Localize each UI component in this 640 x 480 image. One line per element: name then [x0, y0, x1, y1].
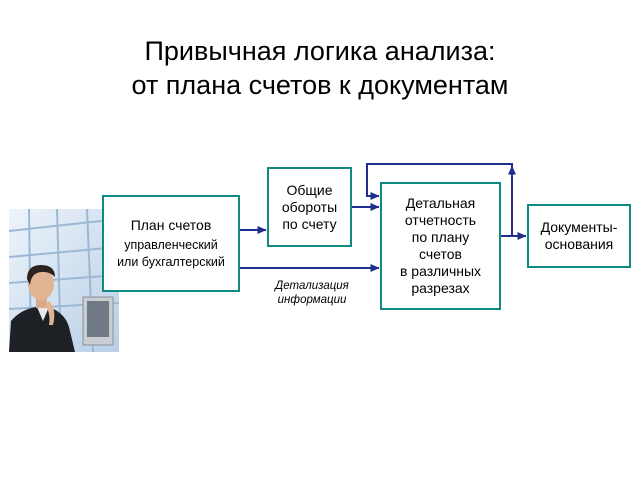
title-line-2: от плана счетов к документам	[131, 70, 509, 100]
detail-line-5: в различных	[399, 263, 482, 279]
detail-line-1: Детальная	[405, 195, 476, 211]
plan-line-1: План счетов	[130, 216, 212, 233]
arrow-label-detailing: Детализация информации	[266, 279, 358, 307]
arrow-label-line-2: информации	[277, 294, 347, 306]
detail-line-2: отчетность	[404, 212, 477, 228]
turnover-line-2: обороты	[281, 198, 338, 215]
arrow-label-line-1: Детализация	[275, 280, 349, 292]
source-documents-box: Документы- основания	[527, 204, 631, 268]
detail-line-6: разрезах	[411, 280, 470, 296]
plan-line-3: или бухгалтерский	[117, 254, 225, 269]
docs-line-1: Документы-	[540, 219, 618, 235]
chart-of-accounts-box: План счетов управленческий или бухгалтер…	[102, 195, 240, 292]
docs-line-2: основания	[544, 236, 614, 252]
title-line-1: Привычная логика анализа:	[144, 36, 496, 66]
detail-line-3: по плану	[411, 229, 470, 245]
detailed-reporting-box: Детальная отчетность по плану счетов в р…	[380, 182, 501, 310]
turnover-line-1: Общие	[286, 181, 333, 198]
analyst-photo	[9, 209, 119, 352]
plan-line-2: управленческий	[124, 237, 218, 252]
turnover-line-3: по счету	[282, 215, 337, 232]
total-turnover-box: Общие обороты по счету	[267, 167, 352, 247]
slide-title: Привычная логика анализа: от плана счето…	[0, 34, 640, 102]
detail-line-4: счетов	[419, 246, 462, 262]
